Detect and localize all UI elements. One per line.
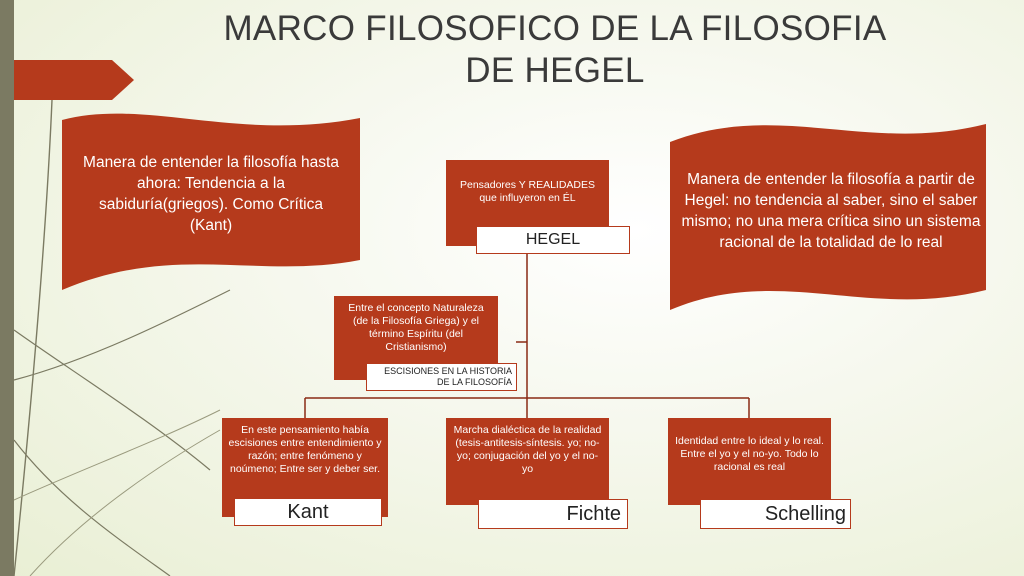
schelling-node-text: Identidad entre lo ideal y lo real. Entr…: [675, 435, 824, 473]
middle-node-box: Entre el concepto Naturaleza (de la Filo…: [334, 296, 498, 380]
middle-node-text: Entre el concepto Naturaleza (de la Filo…: [348, 302, 484, 353]
fichte-label: Fichte: [478, 499, 628, 529]
fichte-node-box: Marcha dialéctica de la realidad (tesis-…: [446, 418, 609, 505]
page-title: MARCO FILOSOFICO DE LA FILOSOFIA DE HEGE…: [150, 8, 960, 92]
schelling-node-box: Identidad entre lo ideal y lo real. Entr…: [668, 418, 831, 505]
schelling-label: Schelling: [700, 499, 851, 529]
kant-node-text: En este pensamiento había escisiones ent…: [228, 424, 382, 475]
fichte-node-text: Marcha dialéctica de la realidad (tesis-…: [453, 424, 602, 475]
right-flag-text: Manera de entender la filosofía a partir…: [681, 171, 981, 251]
right-flag-banner: Manera de entender la filosofía a partir…: [668, 114, 990, 312]
decorative-arrow-lines: [13, 60, 231, 576]
escisiones-label: ESCISIONES EN LA HISTORIA DE LA FILOSOFÍ…: [366, 363, 517, 391]
title-line-1: MARCO FILOSOFICO DE LA FILOSOFIA: [223, 9, 887, 48]
right-flag-shape: [670, 124, 986, 310]
left-flag-banner: Manera de entender la filosofía hasta ah…: [56, 112, 366, 292]
title-arrow-marker: [14, 60, 134, 100]
left-accent-bar: [0, 0, 14, 576]
hegel-label: HEGEL: [476, 226, 630, 254]
title-line-2: DE HEGEL: [465, 51, 645, 90]
left-flag-text: Manera de entender la filosofía hasta ah…: [83, 154, 339, 234]
root-node-text: Pensadores Y REALIDADES que influyeron e…: [459, 179, 596, 204]
left-flag-shape: [62, 113, 360, 290]
kant-label: Kant: [234, 498, 382, 526]
